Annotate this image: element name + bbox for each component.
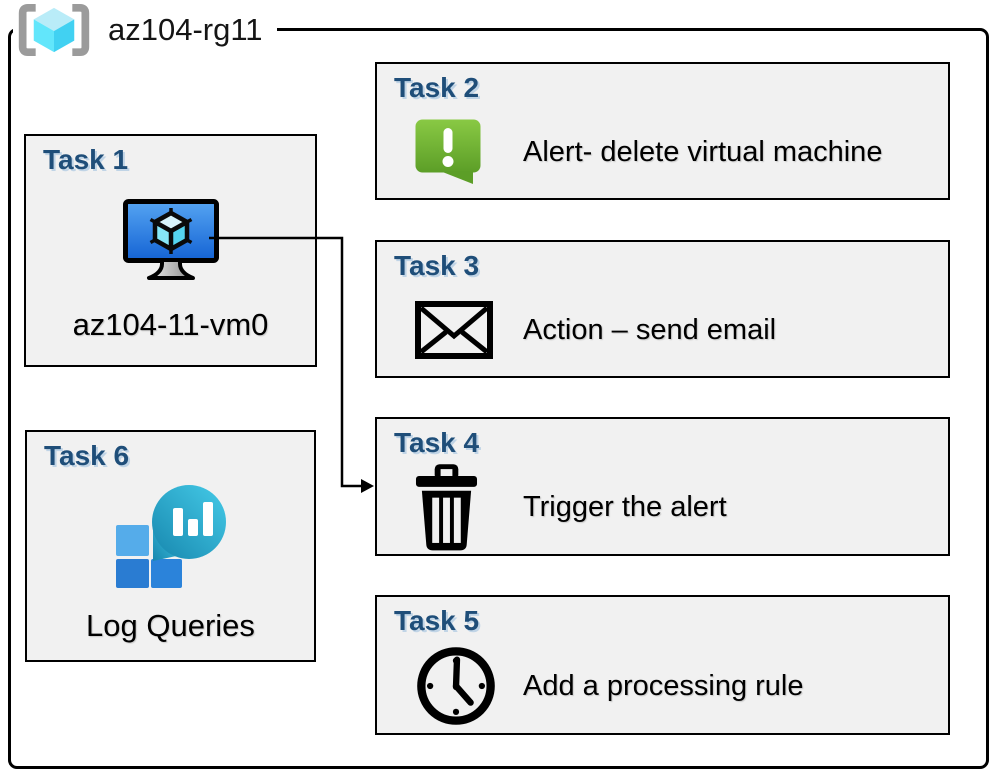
trash-can-icon (415, 464, 478, 551)
resource-group-name: az104-rg11 (108, 12, 263, 47)
task6-caption: Log Queries (86, 608, 255, 643)
task6-box: Task 6 Log Queries (25, 430, 316, 662)
clock-icon (417, 647, 495, 725)
resource-group-label: az104-rg11 (13, 2, 277, 58)
virtual-machine-icon (122, 199, 219, 280)
task2-box: Task 2 Alert- delete virtual machine (375, 62, 950, 200)
task4-box: Task 4 Trigger the alert (375, 417, 950, 556)
resource-group-frame (8, 28, 989, 769)
task1-box: Task 1 az104-11-vm0 (24, 134, 317, 367)
resource-group-icon (18, 3, 90, 57)
task2-label: Task 2 (394, 72, 480, 103)
task4-label: Task 4 (394, 427, 480, 458)
task1-label: Task 1 (43, 144, 129, 175)
task5-caption: Add a processing rule (523, 669, 804, 702)
task2-caption: Alert- delete virtual machine (523, 135, 883, 168)
log-analytics-icon (115, 485, 226, 588)
task5-box: Task 5 Add a processing rule (375, 595, 950, 735)
task3-caption: Action – send email (523, 313, 777, 346)
task4-caption: Trigger the alert (523, 491, 727, 523)
task1-caption: az104-11-vm0 (72, 307, 269, 342)
email-envelope-icon (415, 301, 493, 359)
task5-label: Task 5 (394, 605, 480, 636)
task3-box: Task 3 Action – send email (375, 240, 950, 378)
task3-label: Task 3 (394, 250, 480, 281)
alert-message-icon (415, 119, 481, 184)
task6-label: Task 6 (44, 440, 130, 471)
